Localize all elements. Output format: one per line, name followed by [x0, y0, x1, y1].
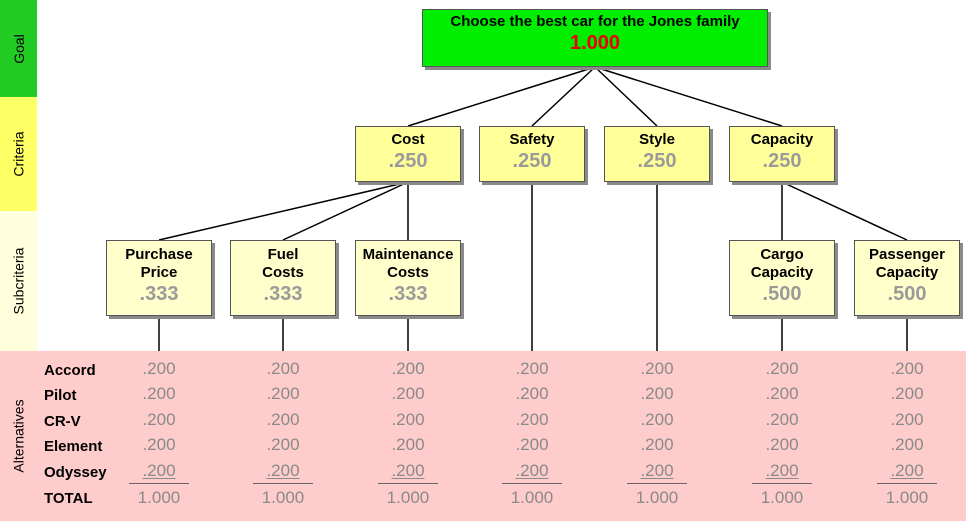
goal-value: 1.000 [569, 32, 621, 54]
sum-underline [378, 483, 438, 484]
alternative-score: .200 [640, 461, 674, 480]
alternative-score: .200 [391, 461, 425, 480]
column-total: 1.000 [386, 488, 430, 507]
column-total: 1.000 [510, 488, 554, 507]
criterion-weight: .250 [512, 150, 552, 172]
alternative-score: .200 [640, 359, 674, 378]
alternative-score: .200 [640, 384, 674, 403]
connector-goal-safety [531, 66, 596, 127]
criterion-weight: .250 [637, 150, 677, 172]
column-total: 1.000 [137, 488, 181, 507]
alternative-score: .200 [142, 435, 176, 454]
column-total: 1.000 [261, 488, 305, 507]
alternative-score: .200 [266, 461, 300, 480]
column-total: 1.000 [760, 488, 804, 507]
connector-goal-capacity [594, 66, 783, 127]
subcriterion-title: Passenger Capacity [869, 246, 945, 281]
alternative-score: .200 [515, 384, 549, 403]
connector-capacity-passenger [781, 181, 908, 241]
criterion-capacity: Capacity .250 [729, 126, 835, 182]
alternative-score: .200 [890, 410, 924, 429]
alternatives-band [0, 351, 966, 521]
alternative-score: .200 [640, 410, 674, 429]
sum-underline [752, 483, 812, 484]
criterion-weight: .250 [388, 150, 428, 172]
alternative-name: Pilot [44, 387, 77, 404]
alternative-score: .200 [515, 359, 549, 378]
alternative-score: .200 [391, 384, 425, 403]
criterion-title: Safety [509, 131, 555, 148]
criterion-style: Style .250 [604, 126, 710, 182]
alternative-name: Accord [44, 362, 96, 379]
alternative-score: .200 [890, 384, 924, 403]
alternative-score: .200 [765, 410, 799, 429]
column-total: 1.000 [885, 488, 929, 507]
subcriteria-band [0, 211, 37, 351]
sum-underline [877, 483, 937, 484]
alternative-score: .200 [515, 461, 549, 480]
alternative-score: .200 [890, 461, 924, 480]
alternative-score: .200 [765, 384, 799, 403]
alternative-score: .200 [765, 359, 799, 378]
subcriterion-passenger-capacity: Passenger Capacity .500 [854, 240, 960, 316]
alternative-score: .200 [142, 461, 176, 480]
alternative-score: .200 [391, 435, 425, 454]
subcriterion-weight: .333 [139, 283, 179, 305]
criterion-title: Style [639, 131, 675, 148]
subcriterion-fuel-costs: Fuel Costs .333 [230, 240, 336, 316]
sum-underline [253, 483, 313, 484]
subcriterion-maintenance-costs: Maintenance Costs .333 [355, 240, 461, 316]
connector-cost-purchase [158, 181, 409, 241]
alternative-score: .200 [765, 435, 799, 454]
alternative-score: .200 [266, 435, 300, 454]
alternative-score: .200 [266, 359, 300, 378]
alternative-score: .200 [142, 384, 176, 403]
subcriterion-title: Cargo Capacity [750, 246, 814, 281]
alternative-score: .200 [142, 359, 176, 378]
subcriterion-weight: .333 [263, 283, 303, 305]
criterion-weight: .250 [762, 150, 802, 172]
alternative-name: Element [44, 438, 103, 455]
alternative-score: .200 [765, 461, 799, 480]
connector-cost-fuel [282, 181, 409, 241]
subcriterion-purchase-price: Purchase Price .333 [106, 240, 212, 316]
alternative-score: .200 [266, 410, 300, 429]
sum-underline [502, 483, 562, 484]
alternative-score: .200 [391, 410, 425, 429]
sum-underline [627, 483, 687, 484]
subcriterion-weight: .500 [762, 283, 802, 305]
alternative-score: .200 [391, 359, 425, 378]
subcriterion-weight: .500 [887, 283, 927, 305]
subcriterion-title: Maintenance Costs [362, 246, 454, 281]
criteria-band [0, 97, 37, 211]
subcriterion-title: Purchase Price [125, 246, 193, 281]
alternative-score: .200 [640, 435, 674, 454]
goal-band [0, 0, 37, 97]
column-total: 1.000 [635, 488, 679, 507]
alternative-score: .200 [515, 410, 549, 429]
criterion-title: Capacity [750, 131, 814, 148]
alternative-score: .200 [890, 435, 924, 454]
alternative-name: CR-V [44, 413, 81, 430]
sum-underline [129, 483, 189, 484]
subcriterion-title: Fuel Costs [262, 246, 304, 281]
criterion-title: Cost [391, 131, 425, 148]
total-label: TOTAL [44, 490, 93, 507]
criterion-cost: Cost .250 [355, 126, 461, 182]
criterion-safety: Safety .250 [479, 126, 585, 182]
goal-node: Choose the best car for the Jones family… [422, 9, 768, 67]
subcriterion-weight: .333 [388, 283, 428, 305]
connector-goal-cost [407, 66, 596, 127]
subcriterion-cargo-capacity: Cargo Capacity .500 [729, 240, 835, 316]
goal-title: Choose the best car for the Jones family [450, 13, 740, 30]
alternative-name: Odyssey [44, 464, 107, 481]
alternative-score: .200 [266, 384, 300, 403]
alternative-score: .200 [890, 359, 924, 378]
alternative-score: .200 [515, 435, 549, 454]
connector-goal-style [594, 66, 658, 127]
alternative-score: .200 [142, 410, 176, 429]
